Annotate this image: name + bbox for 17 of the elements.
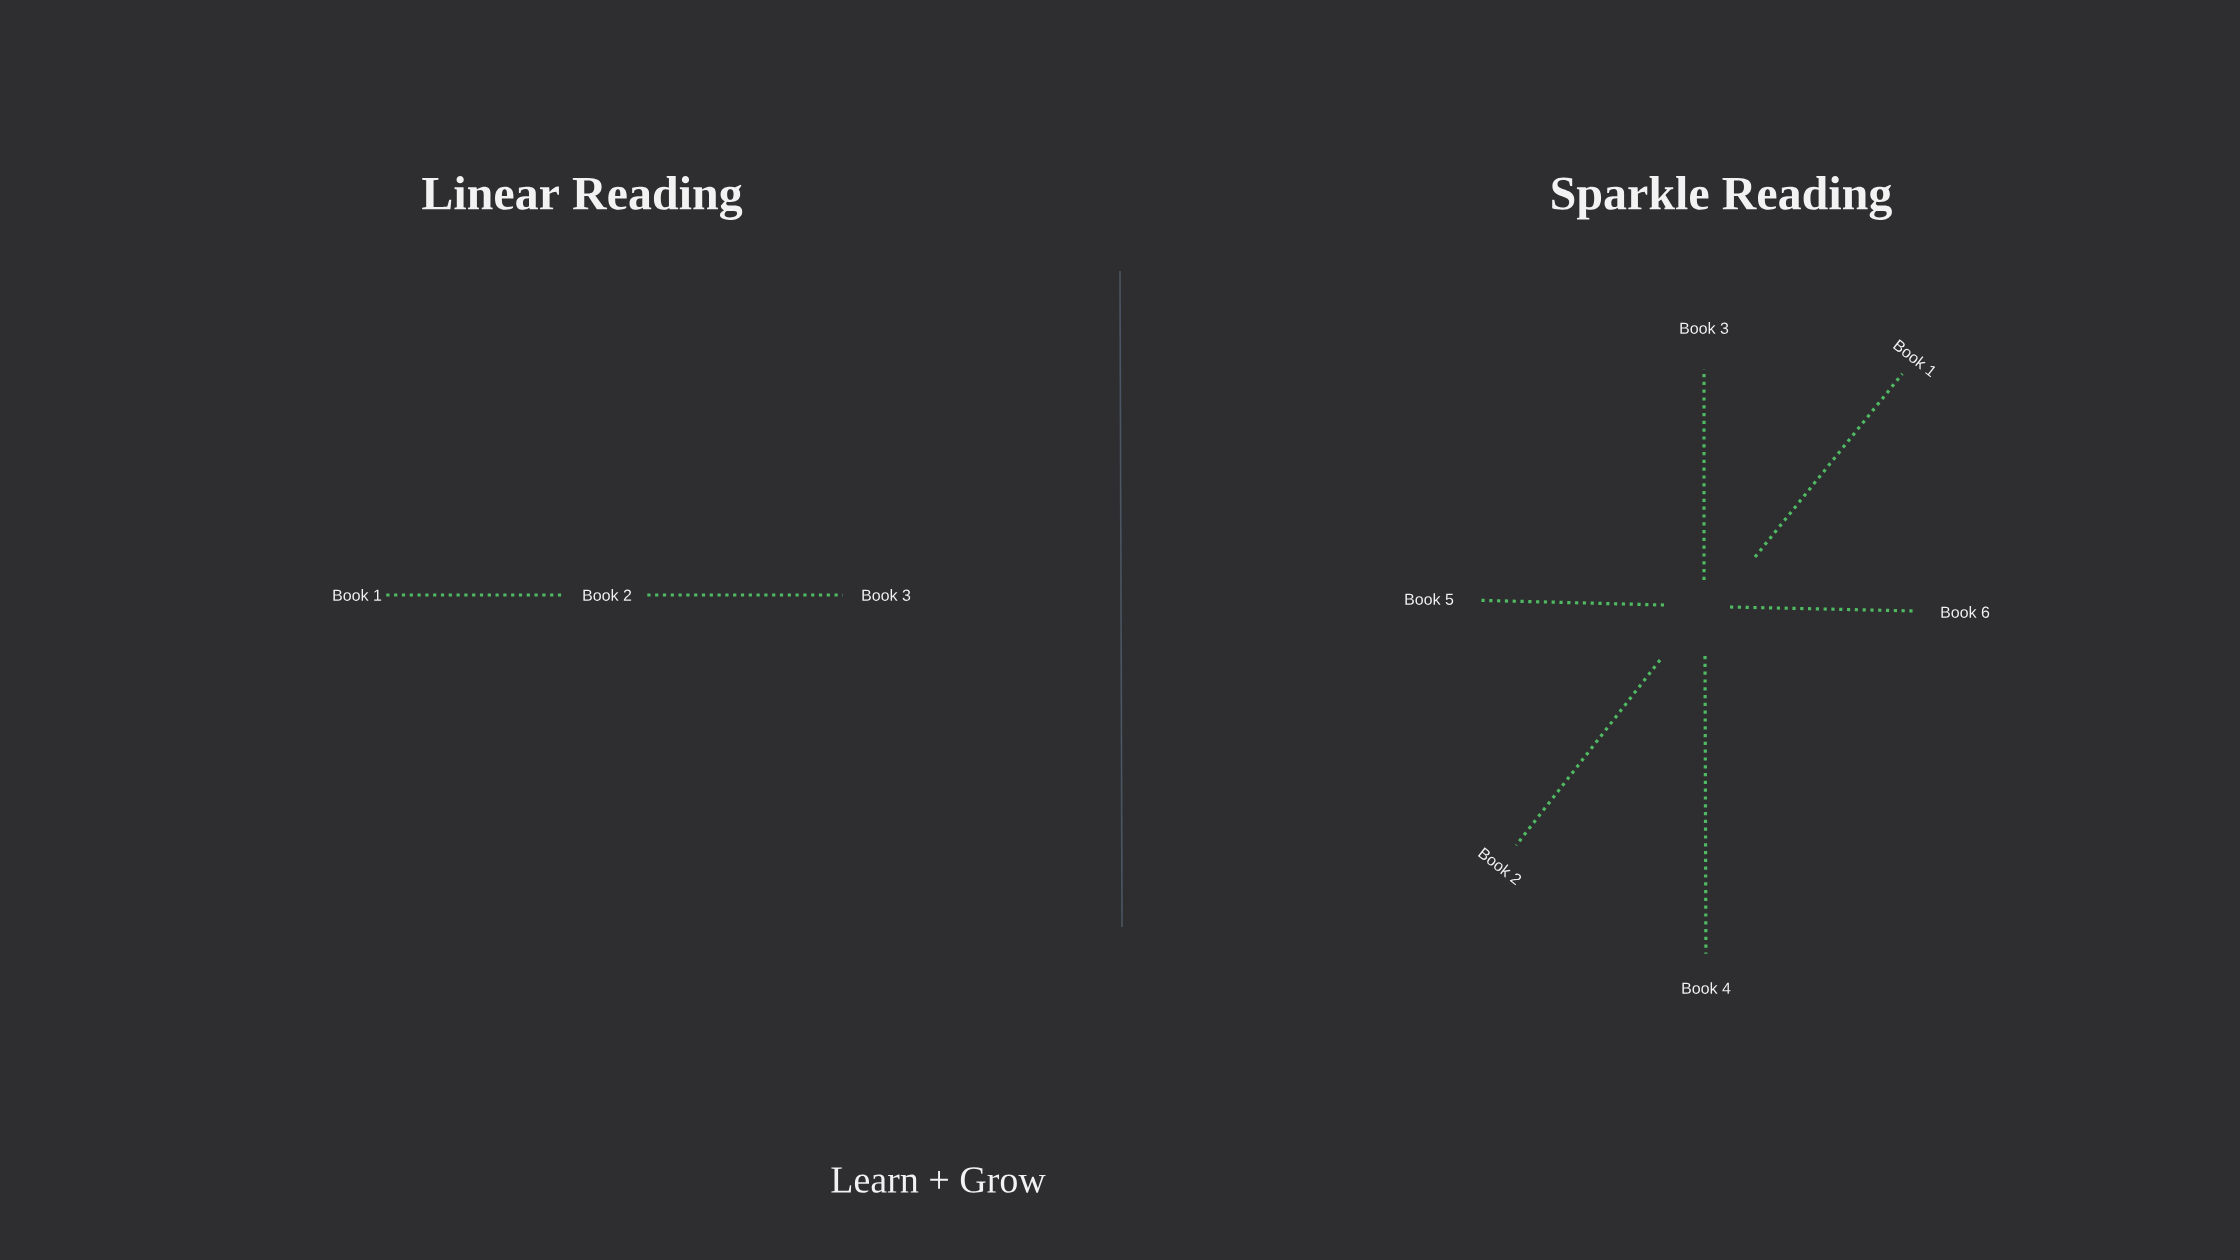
dotted-line [647, 593, 843, 597]
book-label: Book 3 [1680, 322, 1729, 334]
book-label: Book 4 [1682, 982, 1731, 994]
book-label: Book 2 [583, 589, 632, 601]
book-label: Book 3 [862, 589, 911, 601]
book-label: Book 6 [1941, 606, 1990, 618]
tagline: Learn + Grow [831, 1167, 1046, 1193]
dotted-line [1753, 372, 1904, 559]
panel-heading: Linear Reading [422, 176, 743, 220]
book-label: Book 5 [1405, 593, 1454, 605]
dotted-line [1730, 605, 1914, 613]
book-label: Book 1 [333, 589, 382, 601]
dotted-line [1480, 598, 1665, 607]
dotted-line [386, 593, 563, 597]
dotted-line [1703, 656, 1708, 954]
dotted-line [1514, 659, 1662, 847]
panel-heading: Sparkle Reading [1552, 176, 1892, 220]
